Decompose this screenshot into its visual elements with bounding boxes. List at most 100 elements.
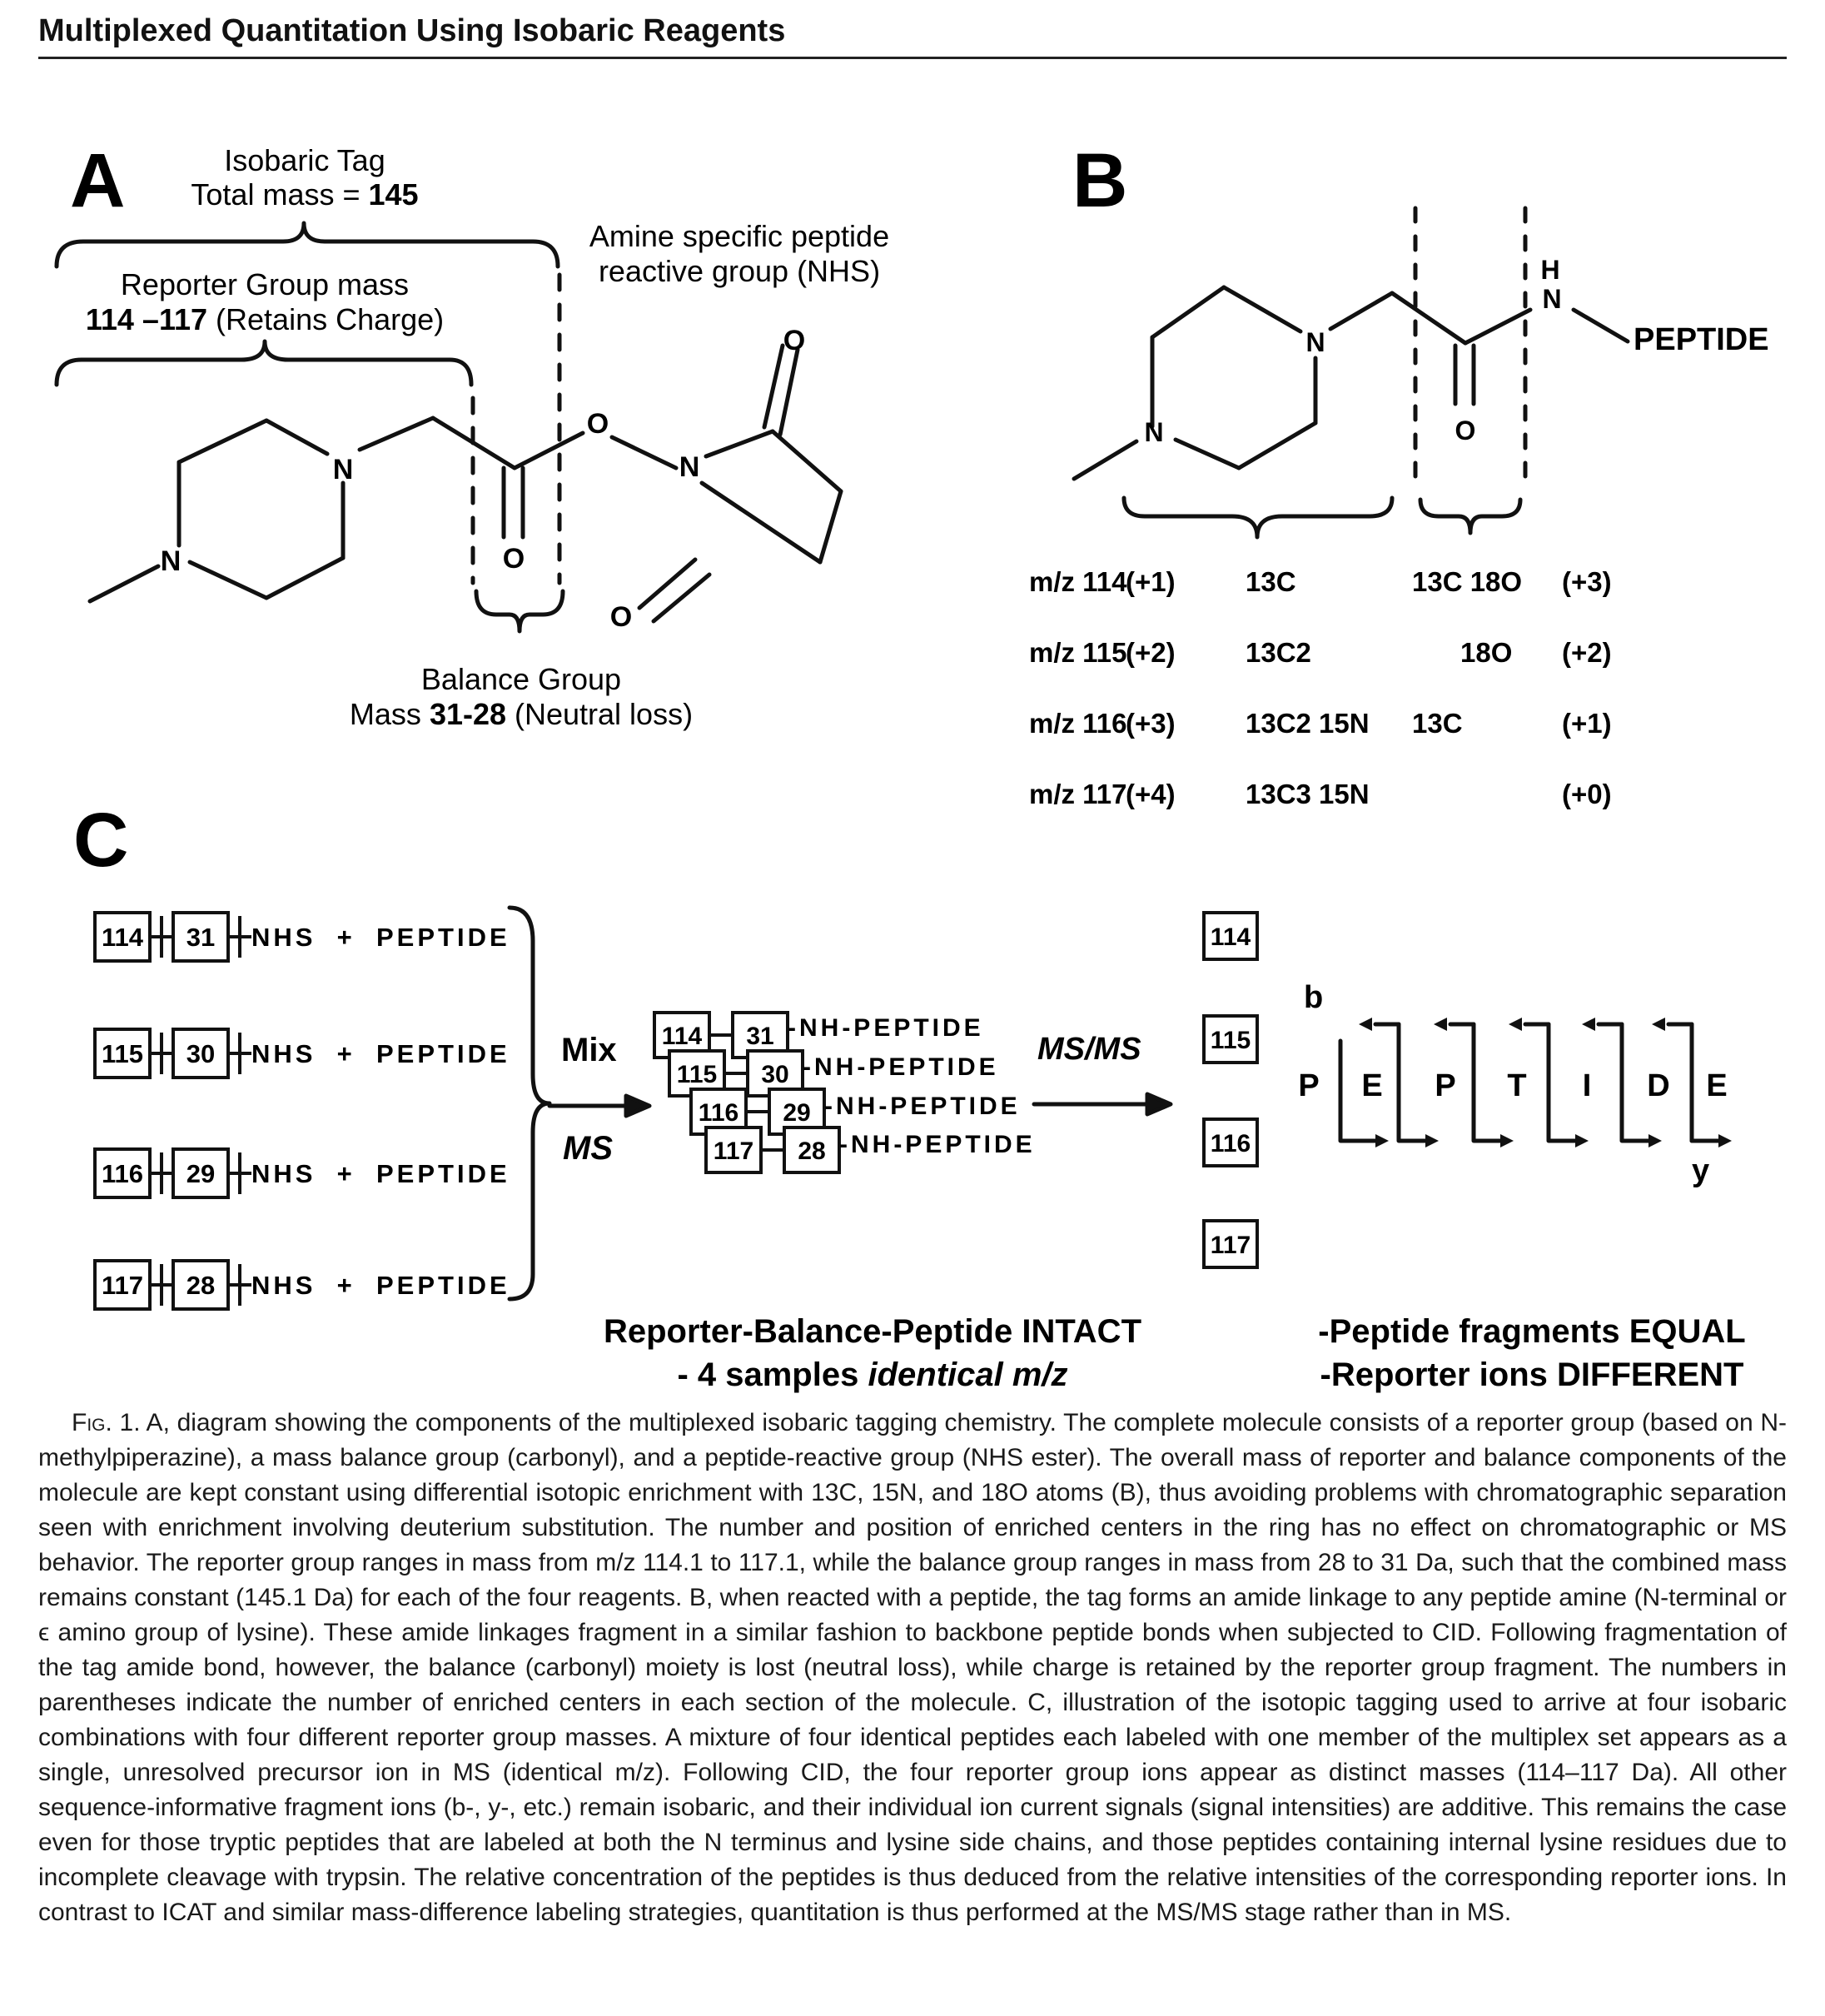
labeled-114-balance: 31 [746,1023,773,1050]
labeled-115-reporter: 115 [677,1061,717,1088]
reagent-117: 117 28 NHS + PEPTIDE [93,1259,510,1311]
intact-line-1: Reporter-Balance-Peptide INTACT [604,1313,1141,1350]
labeled-114-reporter: 114 [662,1023,703,1050]
row-117-ring-count: (+4) [1126,779,1176,809]
row-117-ring-iso: 13C3 15N [1246,779,1370,809]
reagent-114: 114 31 NHS + PEPTIDE [93,911,510,963]
amine-group-line1: Amine specific peptide [589,219,889,253]
row-115-ring-iso: 13C2 [1246,637,1311,668]
residue-1: P [1298,1068,1319,1103]
header-divider [38,57,1787,59]
balance-group-title: Balance Group [421,662,621,696]
panel-b-label: B [1072,138,1127,223]
reagent-list: 114 31 NHS + PEPTIDE 115 30 NHS + PEPTID… [93,911,510,1311]
row-116-bal-iso: 13C [1412,708,1463,739]
row-117-mz: m/z 117 [1029,779,1126,809]
reagent-115-reporter: 115 [102,1039,143,1068]
reagent-116-balance: 29 [186,1159,215,1188]
residue-5: I [1583,1068,1592,1103]
row-114-bal-iso: 13C 18O [1412,566,1522,597]
residue-row: P E P T I D E [1298,1068,1727,1103]
atom-o-succinimide-top: O [783,325,805,356]
mix-label: Mix [561,1032,617,1068]
labeled-116-reporter: 116 [699,1099,738,1127]
reporter-ion-list: 114 115 116 117 [1202,911,1259,1269]
figure-caption: Fig. 1. A, diagram showing the component… [38,1406,1787,1930]
labeled-peptide-stack: 114 31 -NH-PEPTIDE 115 30 -NH-PEPTIDE 11… [653,1011,1032,1174]
brace-reagents [507,905,552,1302]
caption-fig-label: Fig. 1. [72,1409,141,1436]
labeled-117: 117 28 -NH-PEPTIDE [704,1126,1032,1174]
reagent-115-suffix: NHS + PEPTIDE [251,1039,510,1068]
labeled-115: 115 30 -NH-PEPTIDE [668,1049,999,1098]
reagent-117-reporter: 117 [102,1271,143,1300]
labeled-116-suffix: -NH-PEPTIDE [824,1093,1021,1120]
reagent-115: 115 30 NHS + PEPTIDE [93,1028,510,1079]
brace-carbonyl-b [1418,497,1523,535]
y-ion-label: y [1692,1153,1709,1188]
figure-1: A Isobaric Tag Total mass = 145 Reporter… [54,138,1769,1393]
residue-7: E [1706,1068,1727,1103]
row-114-mz: m/z 114 [1029,566,1127,597]
row-117-bal-count: (+0) [1562,779,1612,809]
reagent-114-reporter: 114 [102,923,144,952]
row-115-bal-iso: 18O [1460,637,1512,668]
peptide-label-b: PEPTIDE [1634,322,1769,357]
atom-amide-n-b: N [1542,284,1561,314]
caption-text: A, diagram showing the components of the… [38,1409,1787,1926]
reagent-117-suffix: NHS + PEPTIDE [251,1271,510,1300]
reagent-114-balance: 31 [186,923,215,952]
residue-6: D [1647,1068,1669,1103]
atom-n-b-bottom: N [1144,417,1163,447]
reporter-group-title: Reporter Group mass [121,267,409,301]
reagent-117-balance: 28 [186,1271,215,1300]
brace-ring-b [1121,495,1395,540]
reporter-ion-116: 116 [1211,1130,1251,1157]
row-116-bal-count: (+1) [1562,708,1612,739]
reporter-ion-117: 117 [1211,1232,1251,1259]
reagent-114-suffix: NHS + PEPTIDE [251,923,510,952]
atom-o-ester: O [587,408,609,440]
atom-o-carbonyl: O [503,543,525,575]
labeled-117-balance: 28 [798,1137,825,1165]
page-title: Multiplexed Quantitation Using Isobaric … [38,13,786,48]
atom-h-b: H [1540,255,1559,285]
residue-2: E [1361,1068,1382,1103]
brace-isobaric-tag [54,221,560,269]
atom-o-b: O [1455,416,1476,446]
row-115-ring-count: (+2) [1126,637,1176,668]
reporter-group-mass: 114 –117 (Retains Charge) [86,302,444,336]
b-ion-label: b [1304,980,1323,1015]
amine-group-line2: reactive group (NHS) [599,254,880,288]
brace-reporter [54,339,474,387]
panel-a-label: A [70,138,125,223]
row-116-ring-iso: 13C2 15N [1246,708,1370,739]
reagent-116-suffix: NHS + PEPTIDE [251,1159,510,1188]
reagent-116: 116 29 NHS + PEPTIDE [93,1147,510,1199]
atom-n-ring-bottom: N [161,545,182,577]
msms-label: MS/MS [1037,1032,1141,1067]
isotope-table: m/z 114 (+1) 13C 13C 18O (+3) m/z 115 (+… [1029,566,1612,809]
fragment-ladder [1338,1022,1721,1143]
labeled-115-suffix: -NH-PEPTIDE [803,1053,999,1081]
reagent-116-reporter: 116 [102,1159,143,1188]
fragments-line-2: -Reporter ions DIFFERENT [1320,1356,1744,1393]
atom-o-succinimide-bottom: O [610,601,632,633]
ms-label: MS [563,1130,613,1167]
balance-group-mass: Mass 31-28 (Neutral loss) [350,697,693,731]
row-114-bal-count: (+3) [1562,566,1612,597]
reagent-115-balance: 30 [186,1039,215,1068]
labeled-115-balance: 30 [761,1061,788,1088]
labeled-114-suffix: -NH-PEPTIDE [788,1014,984,1042]
panel-c-label: C [73,798,128,883]
intact-line-2: - 4 samples identical m/z [677,1356,1067,1393]
residue-3: P [1435,1068,1455,1103]
running-header: Multiplexed Quantitation Using Isobaric … [38,7,1787,55]
row-114-ring-iso: 13C [1246,566,1296,597]
isobaric-tag-title: Isobaric Tag [224,143,385,177]
row-114-ring-count: (+1) [1126,566,1176,597]
row-115-bal-count: (+2) [1562,637,1612,668]
row-116-ring-count: (+3) [1126,708,1176,739]
atom-n-succinimide: N [679,451,700,483]
brace-balance [474,589,565,634]
